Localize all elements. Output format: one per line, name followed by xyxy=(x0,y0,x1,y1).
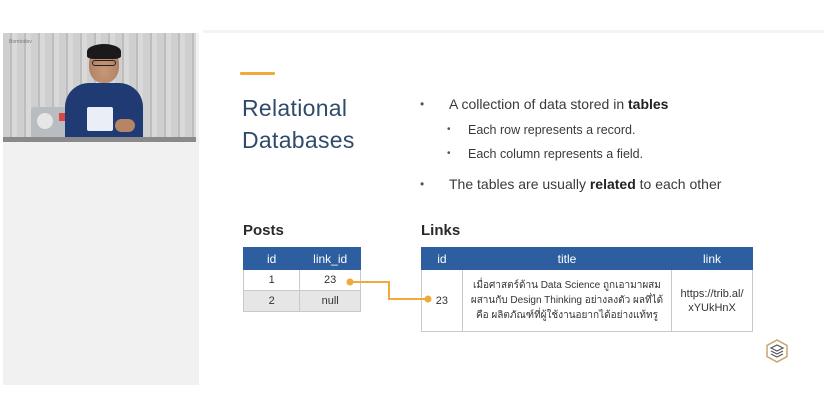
links-table-label: Links xyxy=(421,222,461,239)
slide xyxy=(203,33,824,385)
bullet-bold-text: related xyxy=(589,176,636,192)
table-cell: 23 xyxy=(299,269,361,291)
posts-table: id link_id 1 23 2 null xyxy=(242,247,361,312)
links-table: id title link 23 เมื่อศาสตร์ด้าน Data Sc… xyxy=(421,247,753,332)
bullet-dot: • xyxy=(447,124,451,135)
posts-table-label: Posts xyxy=(243,222,284,239)
slide-title-line-1: Relational xyxy=(242,95,348,121)
table-row: 23 เมื่อศาสตร์ด้าน Data Science ถูกเอามา… xyxy=(421,269,753,332)
table-cell: เมื่อศาสตร์ด้าน Data Science ถูกเอามาผสม… xyxy=(461,269,673,332)
column-header-link: link xyxy=(671,247,753,270)
webcam-logo: Borntodev xyxy=(9,39,32,45)
table-header-row: id link_id xyxy=(242,247,361,270)
shirt-print xyxy=(87,107,113,131)
bullet-text: Each column represents a field. xyxy=(468,147,644,161)
table-cell: 23 xyxy=(421,269,463,332)
bullet-text: to each other xyxy=(635,176,722,192)
title-accent-bar xyxy=(240,72,275,75)
laptop-sticker xyxy=(37,113,53,129)
slide-top-strip xyxy=(203,30,824,33)
slide-title-line-2: Databases xyxy=(242,127,355,153)
table-cell: 2 xyxy=(242,290,301,312)
bullet-dot: • xyxy=(447,148,451,159)
slide-title: Relational Databases xyxy=(242,92,412,156)
table-cell: null xyxy=(299,290,361,312)
presenter-hand xyxy=(115,119,135,132)
desk xyxy=(3,137,196,142)
table-cell: 1 xyxy=(242,269,301,291)
webcam-video: Borntodev xyxy=(3,33,196,142)
bullet-text: Each row represents a record. xyxy=(468,123,636,137)
column-header-title: title xyxy=(461,247,673,270)
column-header-id: id xyxy=(242,247,301,270)
table-header-row: id title link xyxy=(421,247,753,270)
bullet-bold-text: tables xyxy=(628,96,669,112)
column-header-link-id: link_id xyxy=(299,247,361,270)
table-row: 1 23 xyxy=(242,269,361,291)
presenter-glasses xyxy=(92,60,116,66)
bullet-dot: • xyxy=(420,97,425,111)
bullet-text: The tables are usually xyxy=(449,176,590,192)
column-header-id: id xyxy=(421,247,463,270)
table-cell: https://trib.al/ xYUkHnX xyxy=(671,269,753,332)
stacked-layers-logo-icon xyxy=(766,339,788,363)
bullet-dot: • xyxy=(420,177,425,191)
table-row: 2 null xyxy=(242,290,361,312)
bullet-text: A collection of data stored in xyxy=(449,96,628,112)
presenter-hair xyxy=(87,44,121,59)
